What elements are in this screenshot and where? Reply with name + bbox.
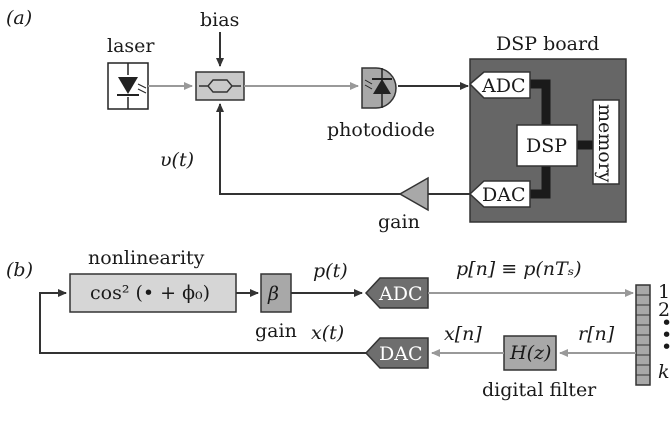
memory-column xyxy=(635,284,651,386)
nonlinearity-expression: cos² (• + ϕ₀) xyxy=(90,282,210,304)
panel-b: (b) nonlinearity cos² (• + ϕ₀) β gain p(… xyxy=(6,247,672,401)
memory-index-2: 2 xyxy=(658,299,670,321)
dsp-board-title: DSP board xyxy=(496,33,599,55)
panel-a: (a) laser bias xyxy=(6,7,627,233)
memory-label: memory xyxy=(594,104,616,183)
dac-chip-label: DAC xyxy=(482,184,526,206)
feedback-line-b xyxy=(39,289,366,354)
filter-caption: digital filter xyxy=(482,379,597,401)
bias-label: bias xyxy=(200,9,239,31)
panel-b-label: (b) xyxy=(6,259,33,281)
p-t-label: p(t) xyxy=(313,260,348,282)
panel-a-label: (a) xyxy=(6,7,32,29)
laser-icon xyxy=(107,62,149,110)
x-t-label: x(t) xyxy=(311,322,344,344)
filter-label: H(z) xyxy=(509,342,551,364)
laser-label: laser xyxy=(107,35,155,57)
memory-dot-2: • xyxy=(661,324,672,346)
memory-index-k: k xyxy=(658,361,670,383)
dac-block-label: DAC xyxy=(379,343,423,365)
digital-filter-block xyxy=(503,335,557,371)
gain-b-label: gain xyxy=(255,320,297,342)
dsp-core-label: DSP xyxy=(526,135,567,157)
memory-dot-1: • xyxy=(661,312,672,334)
feedback-line-a xyxy=(216,103,400,195)
dac-chip xyxy=(468,180,531,208)
adc-chip-label: ADC xyxy=(481,75,526,97)
memory-dot-3: • xyxy=(661,336,672,358)
dac-block xyxy=(364,337,429,369)
gain-amplifier xyxy=(398,176,429,212)
x-n-label: x[n] xyxy=(444,323,482,345)
modulator-icon xyxy=(195,71,245,101)
gain-a-label: gain xyxy=(378,211,420,233)
memory-index-1: 1 xyxy=(658,281,670,303)
dsp-core xyxy=(516,124,578,167)
dsp-bus xyxy=(530,79,593,199)
adc-block-label: ADC xyxy=(378,283,423,305)
feedback-signal-label: υ(t) xyxy=(160,149,194,171)
photodiode-icon xyxy=(361,67,397,109)
sample-equation: p[n] ≡ p(nTₛ) xyxy=(456,258,582,280)
beta-gain-block xyxy=(260,273,292,313)
photodiode-label: photodiode xyxy=(327,119,435,141)
beta-label: β xyxy=(267,283,279,305)
memory-block xyxy=(592,99,620,185)
r-n-label: r[n] xyxy=(578,323,615,345)
nonlinearity-title: nonlinearity xyxy=(88,247,205,269)
adc-chip xyxy=(468,71,531,99)
